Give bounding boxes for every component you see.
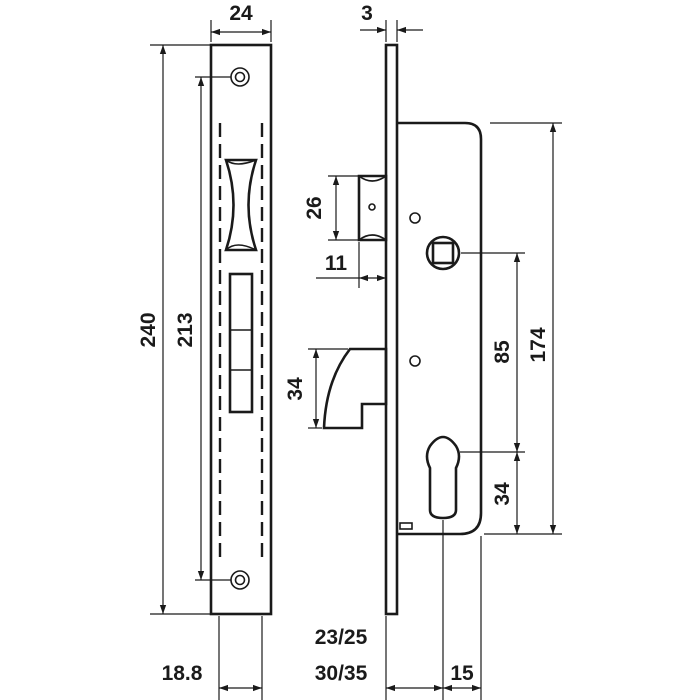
dimension-faceplate-width: 24 <box>210 2 272 42</box>
latch-bolt-side <box>357 174 388 242</box>
faceplate-edge <box>384 43 399 616</box>
dimension-spindle-to-cylinder: 85 <box>460 252 525 453</box>
dimension-faceplate-thickness: 3 <box>360 2 423 42</box>
euro-cylinder-cutout <box>425 435 461 520</box>
lock-case-body <box>397 121 483 536</box>
label-faceplate-thickness: 3 <box>361 2 373 25</box>
label-faceplate-offset: 18.8 <box>162 662 203 685</box>
dimension-case-height: 174 <box>484 122 562 535</box>
lock-side-view <box>322 43 483 616</box>
label-bolt-height: 34 <box>284 377 307 401</box>
label-faceplate-width: 24 <box>229 2 253 25</box>
top-screw-hole <box>230 67 250 87</box>
label-case-height: 174 <box>527 327 550 362</box>
dimension-backset: 23/25 30/35 <box>315 626 443 692</box>
label-backset-b: 30/35 <box>315 662 368 685</box>
dimension-latch-height: 26 <box>303 175 358 241</box>
dimension-keyhole-offset: 15 <box>443 662 481 692</box>
dimension-latch-projection: 11 <box>316 242 386 288</box>
label-latch-projection: 11 <box>325 252 348 275</box>
label-backset-a: 23/25 <box>315 626 368 649</box>
faceplate-front-view <box>209 43 273 616</box>
label-latch-height: 26 <box>303 196 326 219</box>
label-keyhole-offset: 15 <box>450 662 474 685</box>
faceplate-outline <box>209 43 273 616</box>
label-spindle-to-cylinder: 85 <box>491 340 514 364</box>
label-cylinder-to-bottom: 34 <box>491 482 514 506</box>
dimension-screw-spacing: 213 <box>174 76 231 581</box>
label-faceplate-length: 240 <box>137 312 160 347</box>
spindle-hub <box>425 235 461 271</box>
dimension-faceplate-offset: 18.8 <box>162 662 262 692</box>
bottom-screw-hole <box>230 570 250 590</box>
reversing-slot <box>399 522 413 530</box>
case-screw-hole-upper <box>409 212 421 224</box>
dimension-cylinder-to-bottom: 34 <box>491 452 521 534</box>
dimension-bolt-height: 34 <box>284 348 348 429</box>
dimension-faceplate-length: 240 <box>137 44 210 615</box>
deadbolt-hook <box>322 347 388 430</box>
deadbolt-slot-front <box>228 272 254 414</box>
case-screw-hole-lower <box>409 355 421 367</box>
latch-bolt-front <box>224 158 258 252</box>
label-screw-spacing: 213 <box>174 312 197 347</box>
